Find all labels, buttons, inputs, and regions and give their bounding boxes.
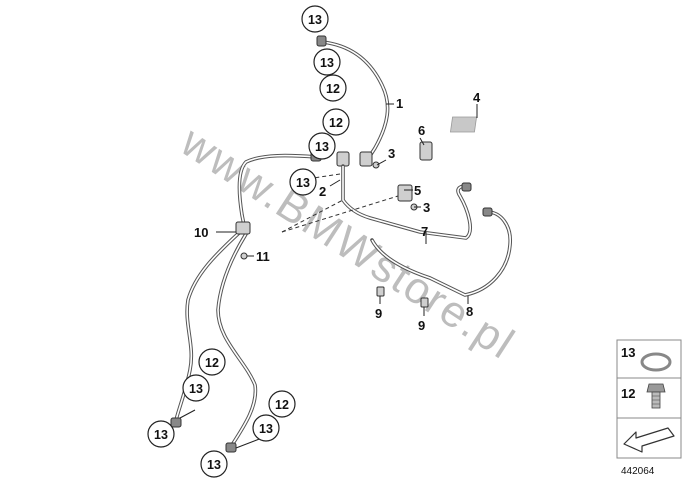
circled-13-low-d: 13	[200, 450, 228, 478]
circled-13-mid-a: 13	[308, 132, 336, 160]
circled-13-low-a: 13	[182, 374, 210, 402]
label-plate-4	[449, 116, 478, 133]
circled-12-top-a: 12	[319, 74, 347, 102]
callout-9b: 9	[418, 318, 425, 333]
svg-text:13: 13	[189, 382, 203, 396]
circled-13-low-c: 13	[252, 414, 280, 442]
bolt-11	[240, 252, 248, 260]
callout-5: 5	[414, 183, 421, 198]
dashed-line	[281, 199, 344, 233]
callout-10: 10	[194, 225, 208, 240]
brake-line-1	[316, 35, 390, 164]
circled-12-low-a: 12	[198, 348, 226, 376]
reference-number: 442064	[621, 466, 655, 477]
circled-13-low-b: 13	[147, 420, 175, 448]
parts-legend: 13 12	[616, 339, 682, 459]
brake-line-10-b	[216, 232, 258, 453]
arrow-icon	[623, 427, 675, 453]
svg-text:13: 13	[296, 176, 310, 190]
junction-assembly	[336, 141, 472, 240]
callout-3a: 3	[388, 146, 395, 161]
svg-text:12: 12	[275, 398, 289, 412]
distributor-10	[235, 221, 251, 235]
brake-line-8	[370, 207, 512, 297]
svg-text:13: 13	[315, 140, 329, 154]
circled-13-top-a: 13	[301, 5, 329, 33]
sealing-ring-icon	[640, 352, 672, 372]
svg-text:12: 12	[329, 116, 343, 130]
svg-text:13: 13	[308, 13, 322, 27]
callout-7: 7	[421, 224, 428, 239]
svg-text:13: 13	[259, 422, 273, 436]
callout-6: 6	[418, 123, 425, 138]
callout-11: 11	[256, 249, 270, 264]
circled-13-mid-b: 13	[289, 168, 317, 196]
svg-text:13: 13	[154, 428, 168, 442]
legend-13-label: 13	[621, 345, 635, 360]
circled-callouts: 13 13 12 12 13 13 12 13 13 12 13 13	[147, 5, 350, 478]
circled-12-mid: 12	[322, 108, 350, 136]
bolt-9b	[420, 297, 429, 308]
banjo-bolt-icon	[646, 383, 666, 409]
circled-12-low-b: 12	[268, 390, 296, 418]
svg-text:13: 13	[207, 458, 221, 472]
callout-9a: 9	[375, 306, 382, 321]
callout-3b: 3	[423, 200, 430, 215]
svg-text:12: 12	[205, 356, 219, 370]
svg-text:12: 12	[326, 82, 340, 96]
callout-4: 4	[473, 90, 481, 105]
bolt-9a	[376, 286, 385, 297]
legend-12-label: 12	[621, 386, 635, 401]
circled-13-top-b: 13	[313, 48, 341, 76]
callout-2: 2	[319, 184, 326, 199]
dashed-line-2	[281, 195, 399, 233]
svg-text:13: 13	[320, 56, 334, 70]
callout-1: 1	[396, 96, 403, 111]
callout-8: 8	[466, 304, 473, 319]
